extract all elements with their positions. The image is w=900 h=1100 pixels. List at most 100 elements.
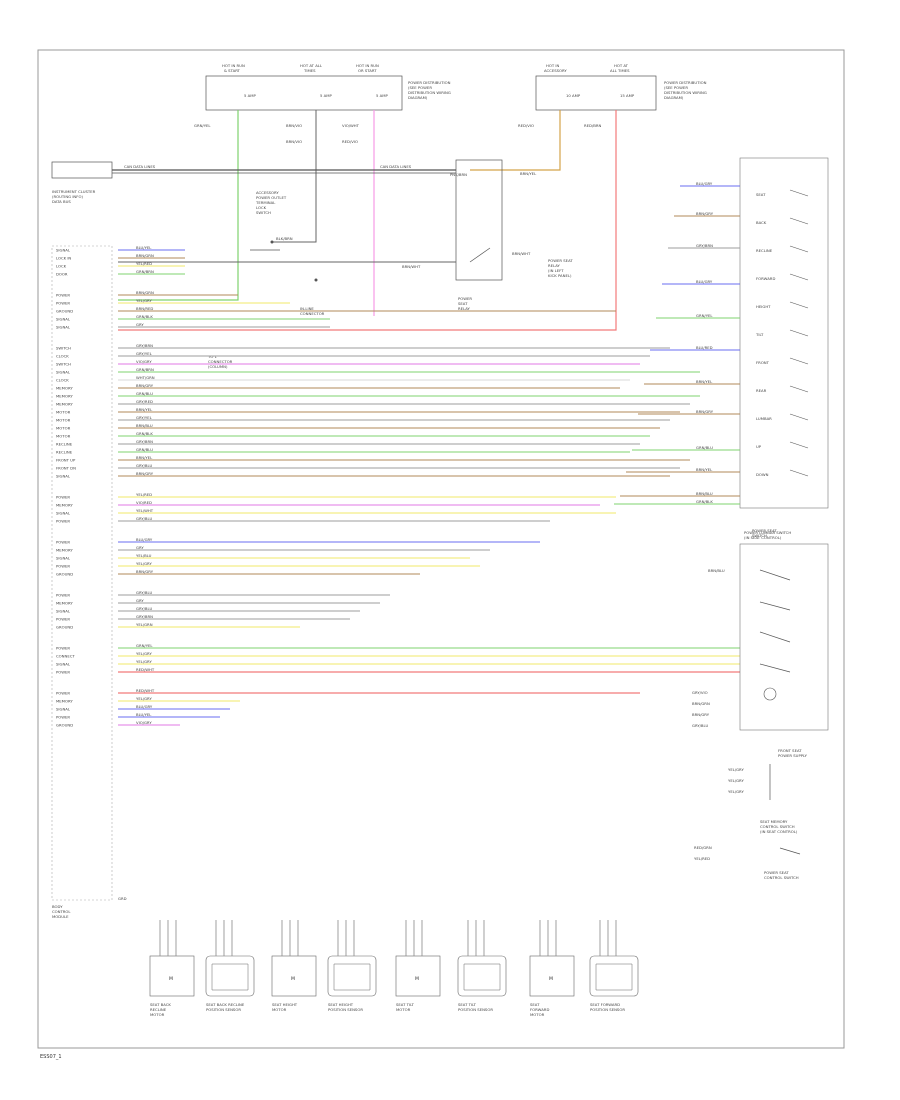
svg-text:BRN/BLU: BRN/BLU [708, 568, 725, 573]
module-pin-label: SIGNAL [56, 248, 71, 253]
right-switch-wire-label: BLU/GRY [696, 279, 713, 284]
right-switch-label: UP [756, 444, 762, 449]
fuse-panel-left: HOT IN RUN & START 5 AMP HOT AT ALL TIME… [205, 63, 451, 111]
module-wire-label: GRY/BLU [136, 590, 152, 595]
right-switch-wire-label: GRY/BRN [696, 243, 713, 248]
top-wire-label-8: PNK/BRN [450, 172, 467, 177]
module-wire-label: GRY/RED [136, 399, 153, 404]
module-wire-label: RED/WHT [136, 688, 155, 693]
svg-text:HOT IN RUN: HOT IN RUN [222, 63, 245, 68]
module-wire-label: GRN/BLK [136, 314, 153, 319]
right-switch-label: RECLINE [756, 248, 773, 253]
module-pin-label: DOOR [56, 272, 68, 277]
svg-text:BRN/WHT: BRN/WHT [512, 251, 531, 256]
top-wire-label-4: VIO/WHT [342, 123, 360, 128]
right-switch-wire-label: GRN/BLK [696, 499, 713, 504]
module-pin-label: POWER [56, 617, 70, 622]
fuse-left-1: HOT IN RUN & START 5 AMP [222, 63, 256, 98]
svg-text:GRY/VIO: GRY/VIO [692, 690, 708, 695]
module-pin-label: MOTOR [56, 410, 71, 415]
component-label: SEAT FORWARD [590, 1002, 620, 1007]
module-pin-label: POWER [56, 519, 70, 524]
svg-text:RELAY: RELAY [458, 306, 471, 311]
module-pin-label: GROUND [56, 572, 73, 577]
svg-text:CONTROL SWITCH: CONTROL SWITCH [764, 875, 799, 880]
svg-text:POWER SEAT: POWER SEAT [548, 258, 573, 263]
fuse-right-1-sub: ACCESSORY [544, 68, 567, 73]
component-label: MOTOR [272, 1007, 287, 1012]
module-wire-label: YEL/BLU [136, 553, 152, 558]
seat-memory-switch: SEAT MEMORY CONTROL SWITCH (IN SEAT CONT… [694, 819, 801, 880]
module-wire-label: YEL/GRY [136, 659, 152, 664]
module-pin-label: SIGNAL [56, 325, 71, 330]
module-pin-label: MEMORY [56, 386, 73, 391]
component-label: POSITION SENSOR [328, 1007, 363, 1012]
right-switch-label: FRONT [756, 360, 770, 365]
svg-text:BLK/BRN: BLK/BRN [276, 236, 293, 241]
module-wire-label: BRN/RED [136, 306, 153, 311]
fuse-right-2-sub: ALL TIMES [610, 68, 630, 73]
right-switch-wire-label: BRN/GRY [696, 409, 714, 414]
module-wire-label: GRN/BLU [136, 447, 153, 452]
svg-text:POWER SEAT: POWER SEAT [752, 528, 777, 533]
svg-text:5 AMP: 5 AMP [376, 93, 388, 98]
fuse-left-note-3: DISTRIBUTION WIRING [408, 90, 451, 95]
svg-text:GRY/BLU: GRY/BLU [692, 723, 708, 728]
fuse-left-note-2: (SEE POWER [408, 85, 432, 90]
module-pin-label: GROUND [56, 625, 73, 630]
right-switch-wire-label: BRN/BLU [696, 491, 713, 496]
can-line-label-2: CAN DATA LINES [380, 164, 412, 169]
svg-text:(ROUTING INFO): (ROUTING INFO) [52, 194, 83, 199]
component-label: SEAT HEIGHT [328, 1002, 354, 1007]
svg-text:YEL/GRY: YEL/GRY [728, 789, 744, 794]
module-pin-label: CLOCK [56, 354, 69, 359]
motor-symbol: M [291, 976, 295, 982]
module-wire-label: BRN/GRN [136, 290, 154, 295]
svg-text:ACCESSORY: ACCESSORY [256, 190, 279, 195]
module-pin-label: SIGNAL [56, 662, 71, 667]
component-label: SEAT TILT [458, 1002, 477, 1007]
module-wire-label: GRY/YEL [136, 351, 153, 356]
fuse-panel-right: HOT IN ACCESSORY 10 AMP HOT AT ALL TIMES… [535, 63, 707, 111]
module-wire-label: GRN/BLK [136, 431, 153, 436]
module-wire-label: GRN/BLU [136, 391, 153, 396]
svg-text:(IN SEAT CONTROL): (IN SEAT CONTROL) [744, 535, 782, 540]
svg-text:YEL/RED: YEL/RED [694, 856, 710, 861]
right-switch-wire-label: BRN/YEL [696, 467, 713, 472]
power-seat-relay: POWER SEAT RELAY POWER SEAT RELAY (IN LE… [402, 159, 573, 311]
svg-text:TIMES: TIMES [303, 68, 316, 73]
module-pin-label: POWER [56, 495, 70, 500]
module-wire-label: YEL/GRN [136, 622, 153, 627]
module-wire-label: GRY/BLU [136, 516, 152, 521]
body-control-module: BODY CONTROL MODULE [51, 245, 113, 919]
module-pin-label: GROUND [56, 309, 73, 314]
svg-text:CONNECTOR: CONNECTOR [300, 311, 325, 316]
top-wire-label-1: GRN/YEL [194, 123, 211, 128]
fuse-right-2-rating: 15 AMP [620, 93, 635, 98]
module-wire-label: BRN/GRN [136, 253, 154, 258]
svg-text:LOCK: LOCK [256, 205, 267, 210]
top-wire-label-2: BRN/VIO [286, 123, 302, 128]
svg-text:SWITCH: SWITCH [752, 533, 767, 538]
module-pin-label: SIGNAL [56, 370, 71, 375]
module-pin-label: SIGNAL [56, 511, 71, 516]
module-pin-label: SIGNAL [56, 556, 71, 561]
module-pin-label: MEMORY [56, 699, 73, 704]
can-line-label-3: BRN/YEL [520, 171, 537, 176]
module-wire-label: GRN/YEL [136, 643, 153, 648]
component-label: SEAT BACK RECLINE [206, 1002, 245, 1007]
fuse-right-note-4: DIAGRAM) [664, 95, 684, 100]
svg-text:POWER: POWER [458, 296, 472, 301]
right-switch-label: DOWN [756, 472, 769, 477]
module-pin-label: RECLINE [56, 442, 73, 447]
module-pin-label: MOTOR [56, 418, 71, 423]
module-pin-label: POWER [56, 646, 70, 651]
module-pin-label: CONNECT [56, 654, 75, 659]
component-label: MOTOR [396, 1007, 411, 1012]
instrument-cluster: INSTRUMENT CLUSTER (ROUTING INFO) DATA B… [51, 161, 113, 204]
motor-symbol: M [169, 976, 173, 982]
right-switch-label: HEIGHT [756, 304, 771, 309]
